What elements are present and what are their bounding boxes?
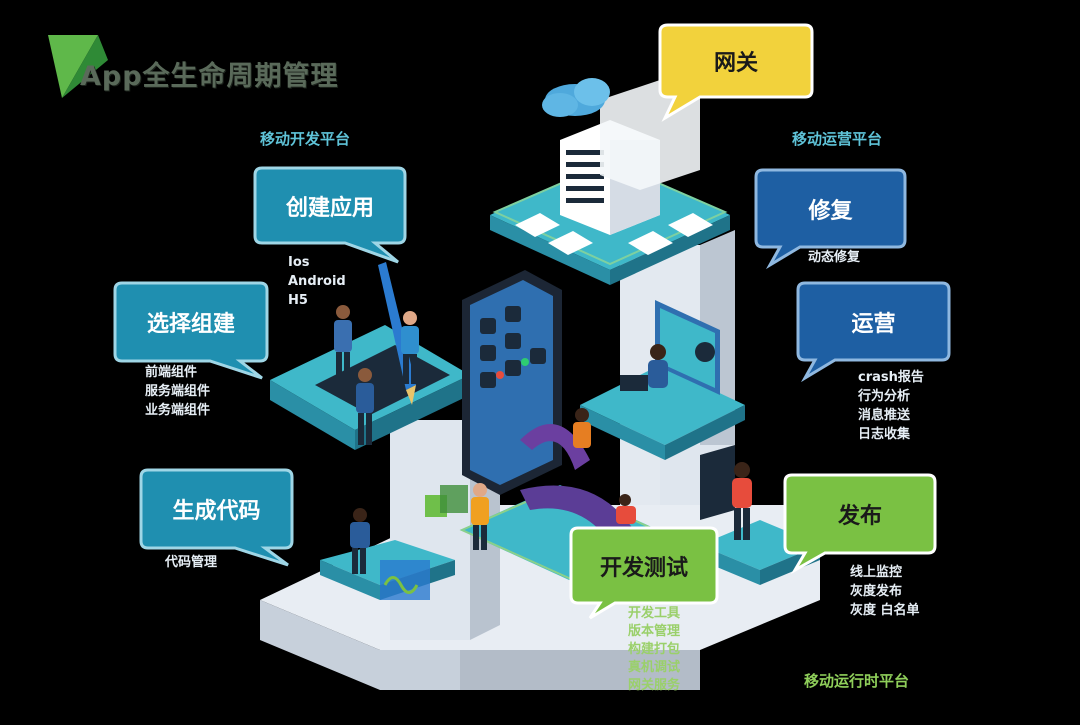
list-item: crash报告: [858, 370, 924, 385]
bubble-dev-test: [569, 526, 719, 620]
list-dev-test: 开发工具 版本管理 构建打包 真机调试 网关服务: [628, 605, 680, 695]
section-ops-platform: 移动运营平台: [792, 130, 883, 148]
phone-illustration: [462, 270, 590, 495]
list-operations: crash报告 行为分析 消息推送 日志收集: [858, 368, 924, 444]
list-item: 灰度 白名单: [850, 603, 920, 618]
list-item: 业务端组件: [145, 403, 211, 418]
list-item: 版本管理: [628, 624, 681, 639]
list-item: Ios: [288, 255, 310, 270]
bubble-dev-test-label: 开发测试: [599, 555, 688, 581]
section-dev-platform: 移动开发平台: [260, 130, 351, 148]
list-item: 前端组件: [145, 365, 198, 380]
bubble-repair: [754, 168, 907, 270]
bubble-create-app: [253, 166, 407, 264]
bubble-operations-label: 运营: [851, 311, 896, 337]
bubble-repair-label: 修复: [808, 198, 853, 224]
bubble-generate-code: [139, 468, 294, 567]
bubble-select-components: [113, 281, 269, 380]
release-platform: [700, 445, 820, 585]
page-title: App全生命周期管理: [80, 61, 339, 92]
list-item: 行为分析: [858, 389, 911, 404]
list-item: 日志收集: [858, 427, 911, 442]
list-release: 线上监控 灰度发布 灰度 白名单: [850, 563, 920, 620]
list-create-app: Ios Android H5: [288, 253, 346, 310]
list-generate-code: 代码管理: [165, 553, 217, 572]
bubble-select-components-label: 选择组建: [146, 312, 235, 337]
list-item: 构建打包: [628, 642, 681, 657]
list-item: 网关服务: [628, 678, 681, 693]
section-runtime-platform: 移动运行时平台: [804, 672, 910, 690]
list-item: 消息推送: [858, 408, 911, 423]
logo-icon: [48, 35, 108, 98]
list-repair: 动态修复: [808, 248, 860, 267]
list-item: Android: [288, 274, 346, 289]
bubble-release-label: 发布: [837, 504, 882, 529]
bubble-gateway-label: 网关: [713, 51, 758, 76]
list-item: 真机调试: [628, 660, 681, 675]
list-select-components: 前端组件 服务端组件 业务端组件: [145, 363, 210, 420]
list-item: 动态修复: [808, 250, 861, 265]
code-platform: [320, 485, 468, 600]
list-item: 线上监控: [850, 565, 903, 580]
bubble-gateway: [658, 23, 814, 122]
bubble-create-app-label: 创建应用: [285, 195, 374, 221]
bubble-operations: [796, 281, 951, 383]
developer-people: [334, 305, 419, 445]
bubble-generate-code-label: 生成代码: [172, 499, 261, 524]
cloud-icon: [542, 78, 610, 117]
bubble-release: [783, 473, 937, 575]
list-item: 代码管理: [165, 555, 218, 570]
list-item: 服务端组件: [145, 384, 211, 399]
list-item: 开发工具: [628, 606, 681, 621]
list-item: H5: [288, 293, 308, 308]
list-item: 灰度发布: [850, 584, 903, 599]
